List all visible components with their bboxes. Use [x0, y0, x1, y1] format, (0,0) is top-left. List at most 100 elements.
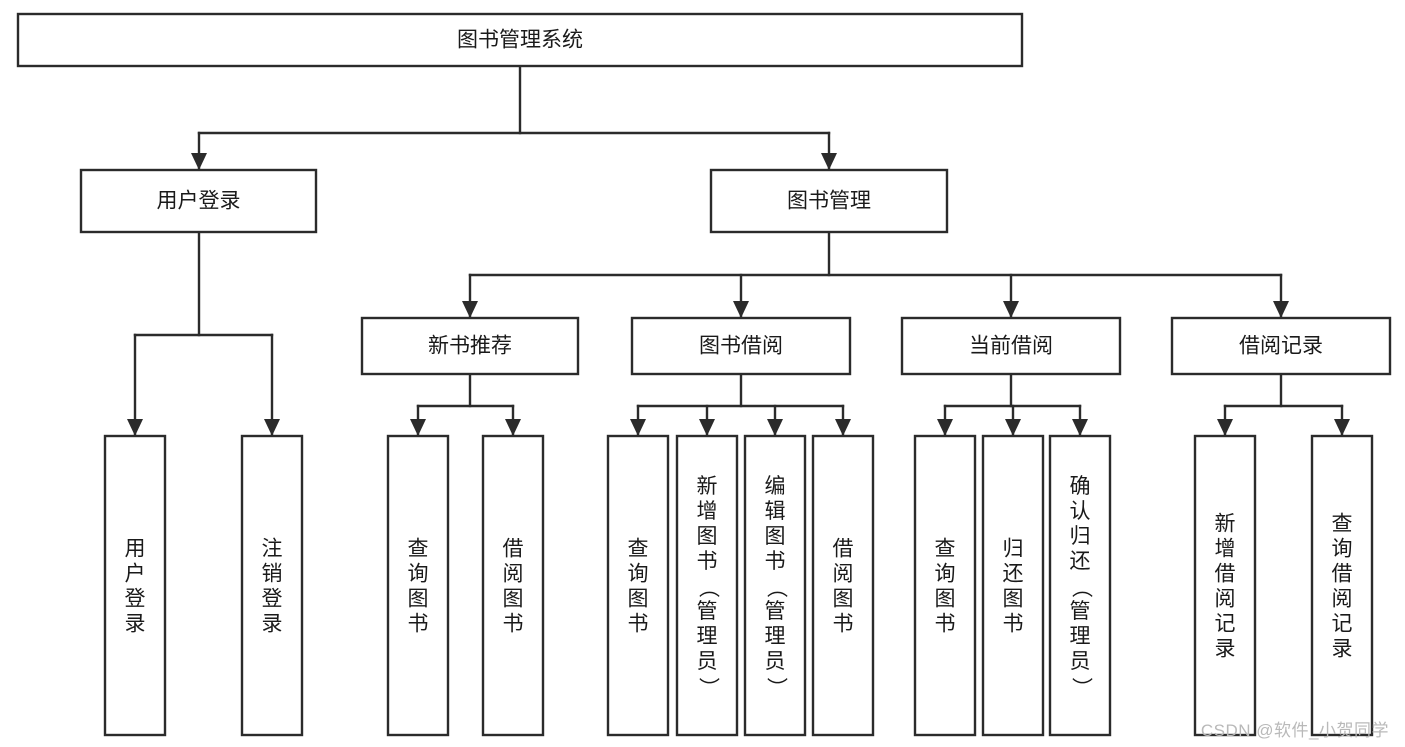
node-label-char: 阅: [1332, 588, 1353, 611]
node-box-leaf-user-login[interactable]: [103, 434, 167, 737]
node-box-leaf-query-book-current[interactable]: [913, 434, 977, 737]
node-label-char: 查: [1332, 513, 1353, 536]
node-box-leaf-add-book-admin[interactable]: [675, 434, 739, 737]
node-label-char: 借: [1215, 563, 1236, 586]
node-label-current-borrow: 当前借阅: [969, 335, 1053, 358]
node-box-book-borrow[interactable]: [630, 316, 852, 376]
node-box-borrow-record[interactable]: [1170, 316, 1392, 376]
node-box-leaf-query-borrow-record[interactable]: [1310, 434, 1374, 737]
node-label-char: 归: [1003, 538, 1024, 561]
node-label-char: 还: [1003, 563, 1024, 586]
node-label-char: 阅: [833, 563, 854, 586]
node-box-root[interactable]: [16, 12, 1024, 68]
node-label-char: 借: [503, 538, 524, 561]
node-box-leaf-logout[interactable]: [240, 434, 304, 737]
node-label-char: 询: [408, 563, 429, 586]
node-label-char: （: [1069, 577, 1092, 598]
node-label-char: 管: [1070, 600, 1091, 623]
node-box-leaf-query-book-borrow[interactable]: [606, 434, 670, 737]
node-label-char: 录: [1332, 638, 1353, 661]
node-label-leaf-user-login: 用户登录: [125, 538, 146, 636]
node-new-book-recommend[interactable]: 新书推荐: [360, 316, 580, 376]
node-label-new-book-recommend: 新书推荐: [428, 335, 512, 358]
node-label-char: 还: [1070, 550, 1091, 573]
node-box-book-management[interactable]: [709, 168, 949, 234]
node-box-leaf-borrow-book[interactable]: [811, 434, 875, 737]
node-box-new-book-recommend[interactable]: [360, 316, 580, 376]
node-box-current-borrow[interactable]: [900, 316, 1122, 376]
node-label-char: 阅: [503, 563, 524, 586]
node-label-char: 记: [1332, 613, 1353, 636]
node-label-char: 编: [765, 475, 786, 498]
arrow-head-icon: [191, 153, 207, 170]
arrow-head-icon: [462, 301, 478, 318]
node-label-char: 新: [1215, 513, 1236, 536]
node-label-char: 增: [1215, 538, 1236, 561]
node-label-char: 辑: [765, 500, 786, 523]
node-box-leaf-borrow-book-recommend[interactable]: [481, 434, 545, 737]
node-label-char: 管: [697, 600, 718, 623]
node-label-char: 阅: [1215, 588, 1236, 611]
node-label-char: ）: [1069, 677, 1092, 698]
node-label-char: 查: [408, 538, 429, 561]
node-book-borrow[interactable]: 图书借阅: [630, 316, 852, 376]
node-box-leaf-return-book[interactable]: [981, 434, 1045, 737]
node-box-user-login[interactable]: [79, 168, 318, 234]
connector-group-recommend-to-leaves: [410, 372, 521, 438]
node-label-book-borrow: 图书借阅: [699, 335, 783, 358]
node-root[interactable]: 图书管理系统: [16, 12, 1024, 68]
node-borrow-record[interactable]: 借阅记录: [1170, 316, 1392, 376]
node-label-char: 增: [697, 500, 718, 523]
arrow-head-icon: [821, 153, 837, 170]
node-box-leaf-add-borrow-record[interactable]: [1193, 434, 1257, 737]
node-label-char: 图: [1003, 588, 1024, 611]
node-label-char: 书: [697, 550, 718, 573]
arrow-head-icon: [835, 419, 851, 436]
node-label-char: 图: [833, 588, 854, 611]
node-label-char: 登: [125, 588, 146, 611]
node-label-char: 认: [1070, 500, 1091, 523]
arrow-head-icon: [1005, 419, 1021, 436]
node-box-leaf-query-book-recommend[interactable]: [386, 434, 450, 737]
node-label-char: 管: [765, 600, 786, 623]
arrow-head-icon: [1003, 301, 1019, 318]
node-box-leaf-confirm-return-admin[interactable]: [1048, 434, 1112, 737]
node-current-borrow[interactable]: 当前借阅: [900, 316, 1122, 376]
node-user-login[interactable]: 用户登录: [79, 168, 318, 234]
node-box-leaf-edit-book-admin[interactable]: [743, 434, 807, 737]
node-label-char: 图: [765, 525, 786, 548]
node-label-char: 书: [1003, 613, 1024, 636]
node-label-char: （: [764, 577, 787, 598]
node-label-char: 询: [935, 563, 956, 586]
node-label-borrow-record: 借阅记录: [1239, 335, 1323, 358]
node-leaf-user-login[interactable]: 用户登录: [103, 434, 167, 737]
node-label-char: ）: [764, 677, 787, 698]
arrow-head-icon: [505, 419, 521, 436]
arrow-head-icon: [767, 419, 783, 436]
node-label-char: 录: [125, 613, 146, 636]
arrow-head-icon: [1072, 419, 1088, 436]
node-label-char: 记: [1215, 613, 1236, 636]
connectors-layer: [127, 64, 1350, 438]
node-label-char: 图: [408, 588, 429, 611]
node-book-management[interactable]: 图书管理: [709, 168, 949, 234]
node-label-char: 图: [935, 588, 956, 611]
